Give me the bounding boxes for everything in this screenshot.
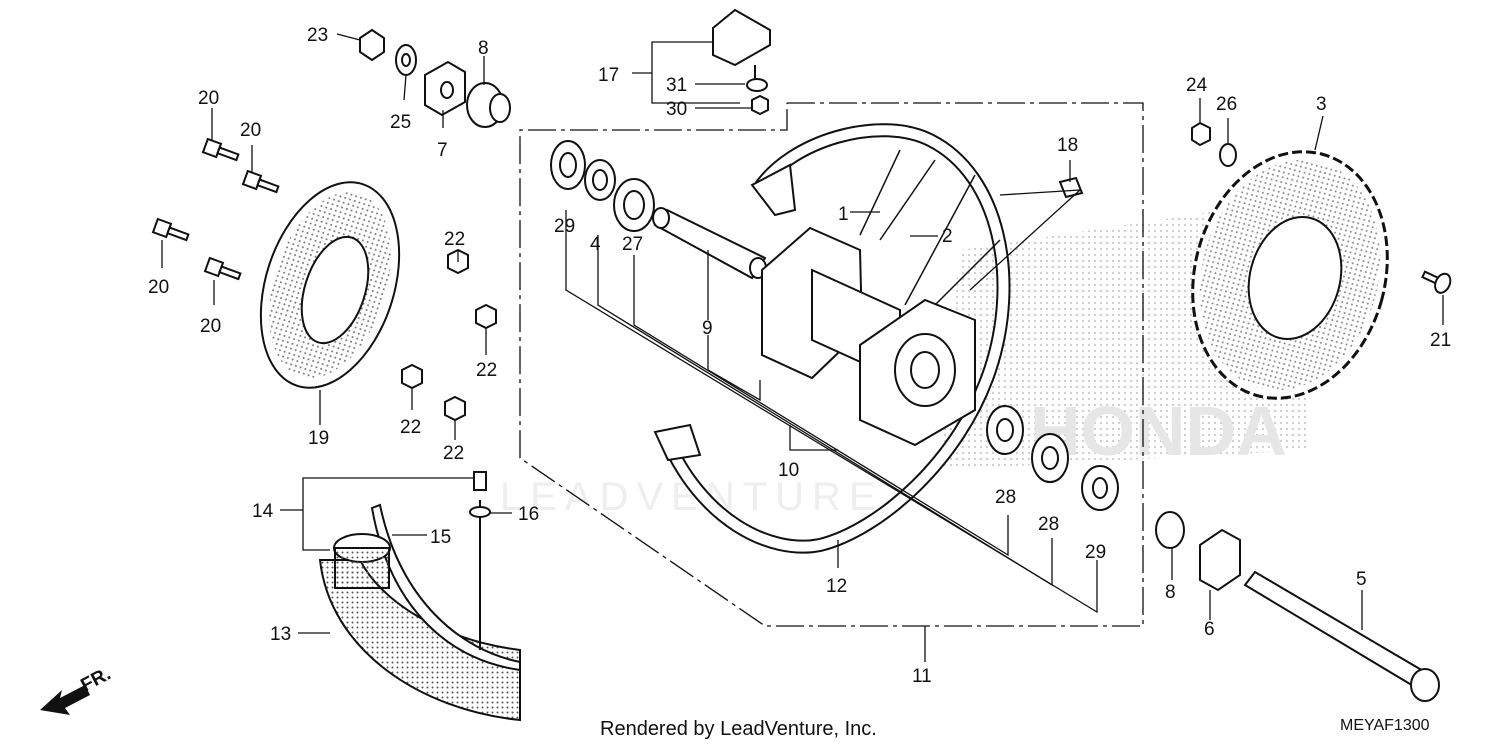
callout-6: 6 <box>1204 619 1215 640</box>
callout-8: 8 <box>1165 582 1176 603</box>
callout-29: 29 <box>1085 542 1106 563</box>
callout-20: 20 <box>148 277 169 298</box>
callout-21: 21 <box>1430 330 1451 351</box>
callout-23: 23 <box>307 25 328 46</box>
callout-30: 30 <box>666 99 687 120</box>
callout-22: 22 <box>476 360 497 381</box>
callout-20: 20 <box>200 316 221 337</box>
sprocket <box>1191 150 1389 400</box>
diagram-code: MEYAF1300 <box>1340 717 1430 734</box>
callout-12: 12 <box>826 576 847 597</box>
distance-collar <box>652 207 767 280</box>
callout-20: 20 <box>240 120 261 141</box>
footer-credit: Rendered by LeadVenture, Inc. <box>600 718 877 740</box>
callout-22: 22 <box>444 229 465 250</box>
callout-24: 24 <box>1186 75 1208 96</box>
callout-labels: 23 8 25 7 20 20 20 20 19 22 22 22 22 17 … <box>148 25 1451 687</box>
callout-20: 20 <box>198 88 219 109</box>
valve-cap <box>1058 176 1084 199</box>
left-bearings <box>550 140 655 232</box>
callout-29: 29 <box>554 216 575 237</box>
callout-10: 10 <box>778 460 799 481</box>
callout-2: 2 <box>942 226 953 247</box>
left-axle-parts <box>359 28 511 128</box>
callout-17: 17 <box>598 65 619 86</box>
callout-11: 11 <box>912 666 932 687</box>
leader-lines <box>161 33 1444 662</box>
callout-15: 15 <box>430 527 451 548</box>
brake-disc <box>259 181 401 389</box>
right-axle-parts <box>1155 511 1440 702</box>
callout-31: 31 <box>666 75 687 96</box>
callout-28: 28 <box>1038 514 1059 535</box>
callout-25: 25 <box>390 112 411 133</box>
callout-27: 27 <box>622 234 643 255</box>
callout-28: 28 <box>995 487 1016 508</box>
tire-and-tube <box>318 471 521 722</box>
callout-5: 5 <box>1356 569 1367 590</box>
callout-26: 26 <box>1216 94 1237 115</box>
chain-slider-parts <box>712 8 771 116</box>
wheel-assembly-frame <box>519 102 1144 627</box>
callout-14: 14 <box>252 501 274 522</box>
wheel-rim <box>653 123 1011 554</box>
callout-13: 13 <box>270 624 291 645</box>
disc-bolts <box>151 137 280 281</box>
callout-22: 22 <box>443 443 464 464</box>
callout-16: 16 <box>518 504 539 525</box>
right-bearings <box>986 405 1119 511</box>
callout-18: 18 <box>1057 135 1078 156</box>
callout-3: 3 <box>1316 94 1327 115</box>
spokes <box>859 149 1001 311</box>
callout-8: 8 <box>478 38 489 59</box>
callout-19: 19 <box>308 428 329 449</box>
disc-nuts <box>401 248 497 422</box>
callout-4: 4 <box>590 234 601 255</box>
callout-22: 22 <box>400 417 421 438</box>
watermark-brand: HONDA <box>1030 392 1287 470</box>
sprocket-fasteners <box>1191 121 1452 294</box>
callout-9: 9 <box>702 318 713 339</box>
callout-7: 7 <box>437 140 448 161</box>
callout-1: 1 <box>838 204 849 225</box>
front-direction-arrow: FR. <box>40 664 114 715</box>
wheel-hub <box>761 226 976 447</box>
